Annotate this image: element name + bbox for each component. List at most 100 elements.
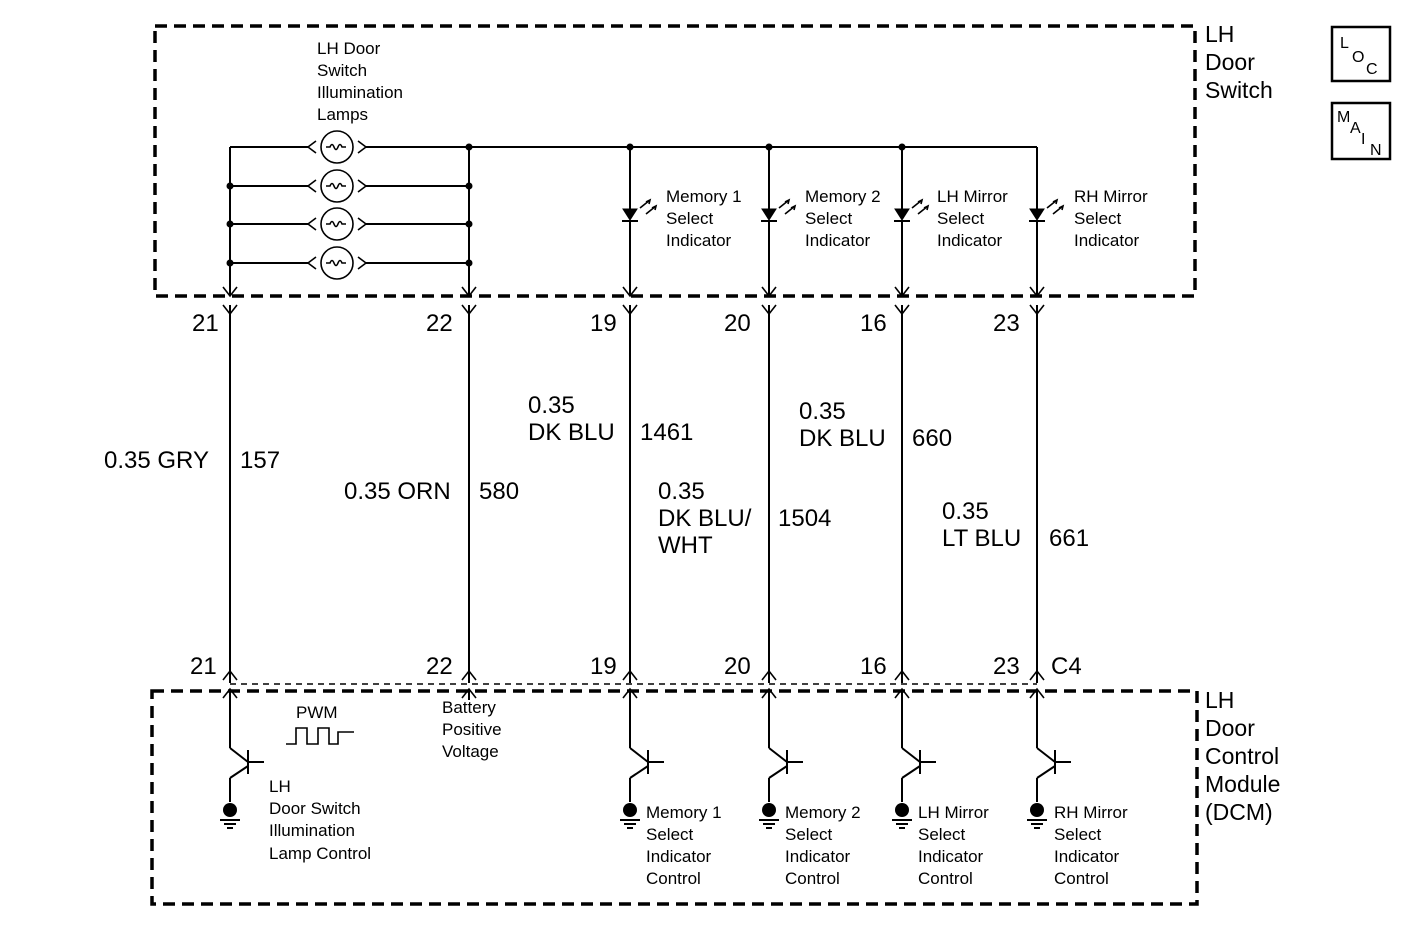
control-label-rh-mirror: RH Mirror Select Indicator Control [1054, 803, 1132, 888]
wire-580-color: 0.35 ORN [344, 478, 451, 505]
lamp-terminal-left [306, 217, 317, 231]
pin-bottom-21: 21 [190, 653, 217, 680]
main-icon[interactable]: M A I N [1330, 101, 1392, 161]
led-diode-icon [761, 208, 777, 221]
control-label-memory-2: Memory 2 Select Indicator Control [785, 803, 865, 888]
svg-text:I: I [1361, 131, 1365, 148]
wire-660-color: 0.35 DK BLU [799, 398, 886, 452]
pin-top-22: 22 [426, 310, 453, 337]
light-ray-icon [1046, 198, 1059, 209]
pin-top-21: 21 [192, 310, 219, 337]
pin-bottom-19: 19 [590, 653, 617, 680]
wire-1461-color: 0.35 DK BLU [528, 392, 615, 446]
led-label-lh-mirror: LH Mirror Select Indicator [937, 187, 1013, 250]
transistor-collector [629, 747, 649, 763]
wire-661-circuit: 661 [1049, 525, 1089, 552]
control-label-memory-1: Memory 1 Select Indicator Control [646, 803, 726, 888]
wire-580-circuit: 580 [479, 478, 519, 505]
dcm-boundary [150, 689, 1199, 906]
connector-chevron [461, 286, 477, 298]
led-label-memory-2: Memory 2 Select Indicator [805, 187, 885, 250]
transistor-collector [1036, 747, 1056, 763]
light-ray-icon [1052, 204, 1065, 215]
ground-node [1030, 803, 1044, 817]
connector-chevron [1029, 669, 1045, 681]
splice-dot [465, 220, 473, 228]
led-label-memory-1: Memory 1 Select Indicator [666, 187, 746, 250]
lamp-control-label: LH Door Switch Illumination Lamp Control [269, 777, 371, 863]
transistor-emitter [229, 765, 249, 779]
pin-top-23: 23 [993, 310, 1020, 337]
pin-bottom-23: 23 [993, 653, 1020, 680]
svg-text:A: A [1350, 120, 1361, 137]
lamp-terminal-right [357, 256, 368, 270]
wire-1504-color: 0.35 DK BLU/ WHT [658, 478, 758, 559]
wire-157-circuit: 157 [240, 447, 280, 474]
connector-chevron [1029, 286, 1045, 298]
connector-chevron [761, 669, 777, 681]
lamp-filament [326, 143, 346, 151]
connector-chevron [761, 286, 777, 298]
lamp-terminal-right [357, 179, 368, 193]
wire-157-color: 0.35 GRY [104, 447, 209, 474]
transistor-emitter [768, 765, 788, 779]
pin-bottom-16: 16 [860, 653, 887, 680]
svg-text:O: O [1352, 49, 1364, 66]
light-ray-icon [784, 204, 797, 215]
pin-top-16: 16 [860, 310, 887, 337]
pin-bottom-20: 20 [724, 653, 751, 680]
led-diode-icon [894, 208, 910, 221]
light-ray-icon [645, 204, 658, 215]
light-ray-icon [917, 204, 930, 215]
wire-660-circuit: 660 [912, 425, 952, 452]
lamp-bulb-icon [320, 207, 354, 241]
pwm-label: PWM [296, 703, 338, 722]
lamps-label: LH Door Switch Illumination Lamps [317, 39, 408, 124]
lamp-filament [326, 182, 346, 190]
lamp-terminal-right [357, 217, 368, 231]
light-ray-icon [639, 198, 652, 209]
wire-1461-circuit: 1461 [640, 419, 693, 446]
pin-bottom-22: 22 [426, 653, 453, 680]
svg-text:N: N [1370, 142, 1382, 159]
connector-chevron [461, 669, 477, 681]
lamp-filament [326, 220, 346, 228]
lamp-bulb-icon [320, 169, 354, 203]
led-diode-icon [1029, 208, 1045, 221]
lamp-terminal-left [306, 140, 317, 154]
door-switch-title: LH Door Switch [1205, 21, 1273, 103]
led-label-rh-mirror: RH Mirror Select Indicator [1074, 187, 1152, 250]
ground-node [623, 803, 637, 817]
transistor-emitter [901, 765, 921, 779]
splice-dot [765, 143, 773, 151]
led-diode-icon [622, 208, 638, 221]
dcm-internals [220, 689, 1071, 829]
wire-runs [222, 263, 1045, 699]
connector-chevron [622, 286, 638, 298]
lamp-terminal-left [306, 179, 317, 193]
connector-chevron [622, 669, 638, 681]
transistor-collector [229, 747, 249, 763]
lamp-terminal-left [306, 256, 317, 270]
splice-dot [465, 143, 473, 151]
loc-icon[interactable]: L O C [1330, 25, 1392, 83]
dcm-title: LH Door Control Module (DCM) [1205, 687, 1287, 825]
light-ray-icon [778, 198, 791, 209]
wire-661-color: 0.35 LT BLU [942, 498, 1021, 552]
light-ray-icon [911, 198, 924, 209]
splice-dot [226, 182, 234, 190]
lamp-bulb-icon [320, 130, 354, 164]
pin-top-19: 19 [590, 310, 617, 337]
connector-chevron [894, 286, 910, 298]
svg-text:L: L [1340, 35, 1349, 52]
transistor-emitter [1036, 765, 1056, 779]
ground-node [762, 803, 776, 817]
transistor-emitter [629, 765, 649, 779]
door-switch-boundary [153, 24, 1197, 298]
splice-dot [898, 143, 906, 151]
connector-chevron [894, 669, 910, 681]
pin-top-20: 20 [724, 310, 751, 337]
transistor-collector [901, 747, 921, 763]
